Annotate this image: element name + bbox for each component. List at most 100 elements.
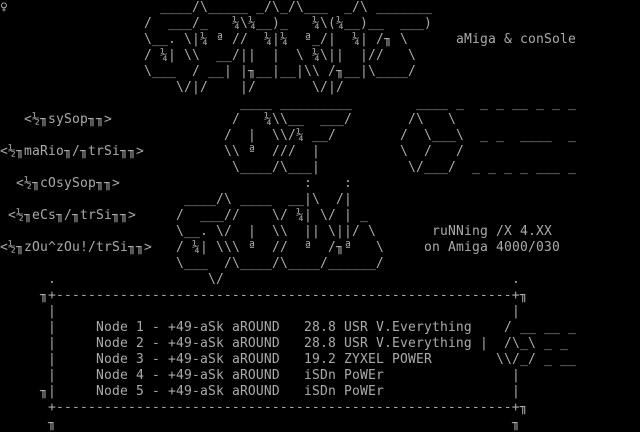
art-segment: | [312,144,320,159]
art-segment: \/ [208,272,224,287]
art-segment: | [48,352,56,367]
art-segment: / [232,112,240,127]
art-segment: \/ [320,208,336,223]
art-segment: _ [560,336,568,351]
art-segment: __ [520,320,536,335]
art-segment: ¼\(¼__)__ [312,16,384,31]
art-segment: ¼\\__ [264,112,304,127]
art-segment: _ [544,352,552,367]
art-segment: / [504,320,512,335]
art-segment: | [248,128,256,143]
art-segment: \__. [144,32,176,47]
art-segment: ___// [200,208,240,223]
art-segment: \\ [184,48,200,63]
art-segment: \ [376,240,384,255]
art-segment: __/ [312,128,336,143]
art-segment: ¼\|| [312,48,344,63]
art-segment: ___/ [320,112,352,127]
art-segment: _________ [280,96,352,111]
art-segment: _/\ [344,0,368,15]
art-segment: / [176,208,184,223]
art-segment: _ [568,320,576,335]
node-label: Node 5 - +49-aSk aROUND [96,384,280,399]
art-segment: \ [400,32,408,47]
art-segment: ___/_ [168,16,208,31]
art-segment: ____ [240,192,272,207]
art-segment: _ [488,160,496,175]
art-segment: ª [304,240,312,255]
staff-cosysop: <½╖cOsySop╖╖> [16,176,120,191]
art-segment: _ [552,96,560,111]
art-segment: // [232,32,248,47]
art-segment: ____/\ [184,192,232,207]
node-modem: 28.8 USR V.Everything [304,336,472,351]
node-label: Node 1 - +49-aSk aROUND [96,320,280,335]
art-segment: _______ [376,0,432,15]
art-segment: \___\ [424,128,464,143]
system-hardware: on Amiga 4000/030 [424,240,560,255]
art-segment: _ [568,96,576,111]
node-label: Node 3 - +49-aSk aROUND [96,352,280,367]
art-segment: ª [248,240,256,255]
art-segment: __ [544,320,560,335]
art-segment: ¼|¼ [264,32,288,47]
art-segment: | [512,304,520,319]
art-segment: _ [360,208,368,223]
art-segment: | [512,384,520,399]
art-segment: || [304,224,320,239]
art-segment: ____/\_____ [160,0,248,15]
art-segment: \ [400,144,408,159]
art-segment: \\/¼ [272,128,304,143]
node-modem: iSDn PoWEr [304,384,384,399]
art-segment: ╖| [40,384,56,399]
art-segment: /// [272,144,296,159]
art-segment: __|\ [288,192,320,207]
art-segment: _ [568,128,576,143]
art-segment: ╖ [48,416,56,431]
art-segment: _/\_/\___ [256,0,328,15]
art-segment: ¼| [352,32,368,47]
art-segment: |/ [240,80,256,95]
art-segment: _ [496,96,504,111]
node-modem: 19.2 ZYXEL POWER [304,352,432,367]
art-segment: ¼\¼__)_ [232,16,288,31]
art-segment: _ [456,96,464,111]
art-segment: \___ [144,64,176,79]
art-segment: /\_\ [504,336,536,351]
art-segment: \\ [272,224,288,239]
art-segment: +---------------------------------------… [48,400,528,415]
art-segment: | [48,320,56,335]
art-segment: ¼| [192,240,208,255]
art-segment: \ [368,224,376,239]
art-segment: __ [560,352,576,367]
art-segment: ___ [536,160,560,175]
art-segment: |// [360,48,384,63]
art-segment: | [48,368,56,383]
art-segment: ╖+--------------------------------------… [40,288,528,303]
art-segment: \\\ [216,240,240,255]
art-segment: \\/_/ [496,352,536,367]
node-label: Node 4 - +49-aSk aROUND [96,368,280,383]
art-segment: ____ [240,96,272,111]
art-segment: | [48,304,56,319]
art-segment: \ [448,112,456,127]
art-segment: | [248,224,256,239]
art-segment: / [176,240,184,255]
art-segment: | [480,336,488,351]
art-segment: | [272,48,280,63]
art-segment: ª_/| [304,32,336,47]
art-segment: | [344,208,352,223]
art-segment: | [512,368,520,383]
art-segment: \/___/ [408,160,456,175]
art-segment: : [304,176,312,191]
art-segment: _ [536,96,544,111]
art-segment: \||/ [328,224,360,239]
art-segment: /╖ª [328,240,352,255]
art-segment: _ [568,160,576,175]
art-segment: \|¼ [184,32,208,47]
art-segment: /\____/\____/______/ [224,256,384,271]
art-segment: / [456,144,464,159]
art-segment: ª [216,32,224,47]
art-segment: ¼| [296,208,312,223]
